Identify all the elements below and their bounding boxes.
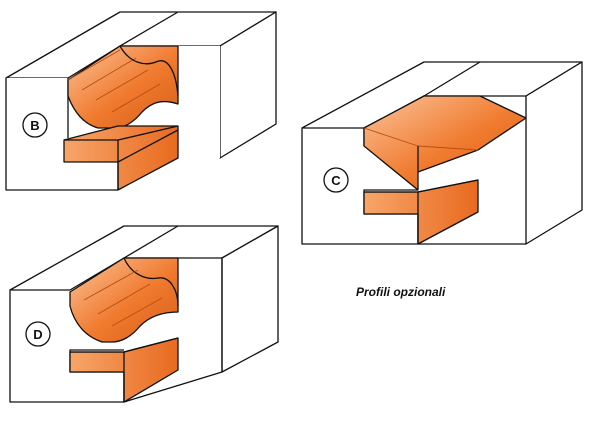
block-b (5, 11, 277, 191)
badge-d (25, 321, 51, 347)
caption: Profili opzionali (356, 285, 446, 299)
block-d (9, 225, 279, 403)
label-c: C (331, 173, 341, 188)
label-b: B (30, 118, 39, 133)
badge-c (323, 167, 349, 193)
label-d: D (33, 327, 42, 342)
badge-b (22, 112, 48, 138)
block-c (301, 61, 583, 245)
